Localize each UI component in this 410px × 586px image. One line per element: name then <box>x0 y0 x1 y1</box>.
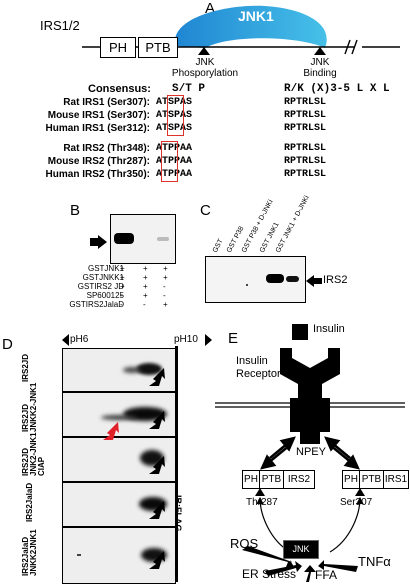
consensus-label: Consensus: <box>88 83 151 95</box>
pathway-diagram <box>215 348 405 582</box>
treatment-row: GSTJNK1 <box>87 264 124 273</box>
2d-gel-strip <box>62 437 176 482</box>
treatment-row: GSTIRS2 JD <box>77 282 124 291</box>
stress-ffa: FFA <box>315 568 338 582</box>
insulin-receptor <box>280 348 340 444</box>
left-ptb-domain: PTB <box>259 470 284 489</box>
panel-c-blot <box>205 256 306 303</box>
treatment-row: SP600125 <box>86 291 124 300</box>
ptb-domain: PTB <box>138 37 178 58</box>
2d-gel-strip <box>62 482 176 527</box>
gel-row-label: IRS2JD JNKK2-JNK1 <box>21 382 38 432</box>
sign: - <box>163 282 166 291</box>
ph-domain: PH <box>100 37 136 58</box>
ph-left-label: pH6 <box>70 334 89 345</box>
sign: - <box>163 291 166 300</box>
binding-site-label: JNK Binding <box>303 57 337 79</box>
lane-label: GST P38 + D-JNKi <box>240 198 275 254</box>
jnk1-blob <box>174 5 327 48</box>
blot-band <box>286 276 299 282</box>
irs1-site-highlight <box>167 95 184 136</box>
gel-row-label: IRS2JalaD <box>25 482 34 522</box>
ib-flag-bar <box>175 346 178 582</box>
lane-label: GST <box>211 238 225 254</box>
ser307-label: Ser307 <box>340 497 373 508</box>
protein-name: IRS1/2 <box>40 18 80 33</box>
phospho-site-label: JNK Phosporylation <box>171 57 239 79</box>
sign: + <box>143 264 148 273</box>
panel-e-label: E <box>228 330 239 347</box>
insulin-label: Insulin <box>313 323 345 335</box>
2d-gel-strip <box>62 392 176 437</box>
consensus-binding: R/K (X)3-5 L X L <box>284 83 390 95</box>
sign: - <box>120 291 123 300</box>
ph-right-label: pH10 <box>174 334 198 345</box>
panel-c-arrow <box>306 275 322 287</box>
gel-row-label: IRS2JD JNK2-JNK1 CIAP <box>21 432 46 476</box>
gel-row-label: IRS2JD <box>21 353 30 382</box>
sign: + <box>120 264 125 273</box>
jnk-box: JNK <box>283 540 319 559</box>
consensus-phospho: S/T P <box>172 83 206 95</box>
sign: + <box>163 273 168 282</box>
panel-b-arrow <box>90 235 107 249</box>
right-ptb-domain: PTB <box>359 470 384 489</box>
insulin-square <box>292 324 308 340</box>
irs1-box: IRS1 <box>383 470 409 489</box>
right-ph-domain: PH <box>342 470 360 489</box>
binding-site-marker <box>314 47 326 55</box>
npey-motif: NPEY <box>296 446 326 458</box>
sign: + <box>163 300 168 309</box>
sign: + <box>143 282 148 291</box>
red-arrow <box>103 422 119 440</box>
blot-band <box>114 233 134 244</box>
irs2-site-highlight <box>161 141 178 182</box>
sign: + <box>120 282 125 291</box>
treatment-row: GSTJNKK1 <box>82 273 124 282</box>
stress-er: ER Stress <box>242 567 297 581</box>
irs2-box: IRS2 <box>283 470 315 489</box>
left-ph-domain: PH <box>242 470 260 489</box>
panel-c-label: C <box>200 202 211 219</box>
panel-b-label: B <box>70 202 81 219</box>
sign: - <box>120 300 123 309</box>
panel-b-blot <box>110 214 176 264</box>
gel-row-label: IRS2JalaD JNKK2JNK1 <box>21 529 38 576</box>
stress-tnf: TNFα <box>358 554 391 569</box>
panel-d-label: D <box>2 336 13 353</box>
thr287-label: Thr287 <box>246 497 278 508</box>
sign: + <box>163 264 168 273</box>
treatment-row: GSTIRS2JalaD <box>69 300 124 309</box>
phospho-site-marker <box>198 47 210 55</box>
sign: + <box>120 273 125 282</box>
blot-band <box>266 274 284 283</box>
sign: + <box>143 273 148 282</box>
sign: - <box>143 300 146 309</box>
gel-arrows <box>103 368 165 569</box>
irs2-band-label: IRS2 <box>323 274 348 286</box>
stress-ros: ROS <box>230 536 259 551</box>
jnk1-label: JNK1 <box>238 8 274 24</box>
receptor-label: Insulin Receptor <box>236 355 281 380</box>
sign: + <box>143 291 148 300</box>
ph-gradient-arrows <box>62 334 212 346</box>
blot-band <box>157 237 169 241</box>
panel-a-label: A <box>205 0 216 17</box>
